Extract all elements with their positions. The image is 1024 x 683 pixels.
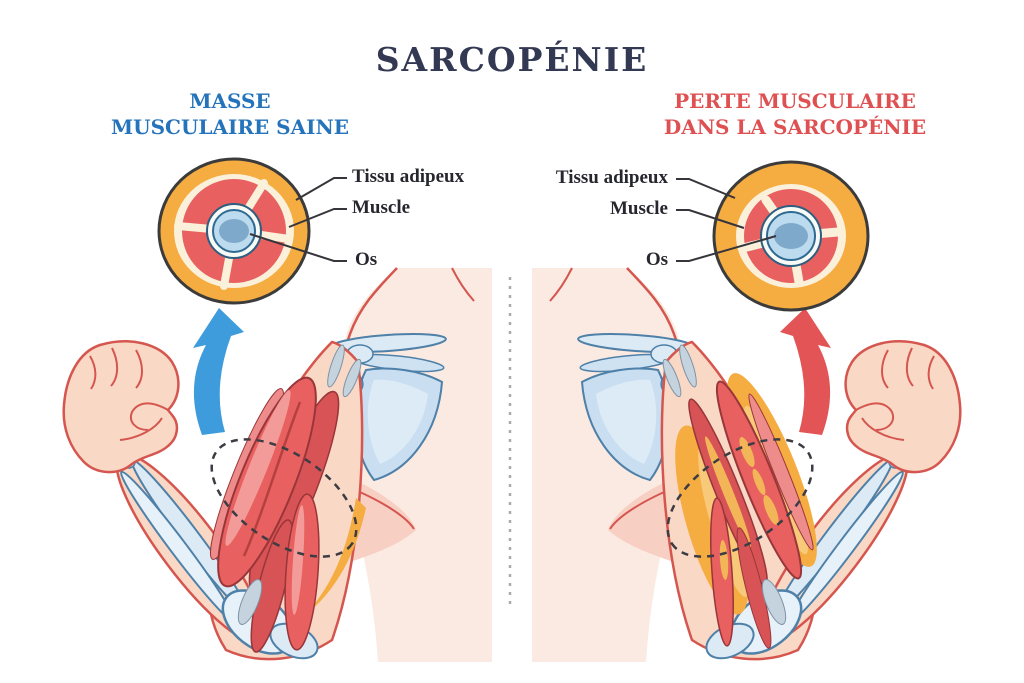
right-heading-line1: PERTE MUSCULAIRE	[674, 89, 916, 113]
up-arrow-icon-red	[780, 308, 831, 435]
cross-section-sarcopenic	[712, 160, 870, 312]
left-panel-heading: MASSE MUSCULAIRE SAINE	[30, 88, 430, 140]
bone-core-healthy	[219, 219, 249, 243]
up-arrow-icon-blue	[193, 308, 244, 435]
label-adipose-tissue-left: Tissu adipeux	[352, 166, 465, 187]
label-bone-left: Os	[355, 249, 378, 270]
cross-section-healthy	[157, 157, 311, 305]
bone-core-sarcopenic	[774, 223, 808, 249]
healthy-arm-illustration	[62, 266, 494, 668]
label-connector-lines-left	[249, 177, 347, 262]
label-muscle-right: Muscle	[609, 198, 668, 219]
left-heading-line2: MUSCULAIRE SAINE	[111, 115, 349, 139]
right-heading-line2: DANS LA SARCOPÉNIE	[663, 115, 927, 139]
page-title: SARCOPÉNIE	[375, 40, 649, 79]
right-panel-heading: PERTE MUSCULAIRE DANS LA SARCOPÉNIE	[595, 88, 995, 140]
sarcopenic-arm-illustration	[530, 266, 962, 668]
label-adipose-tissue-right: Tissu adipeux	[555, 167, 668, 188]
left-heading-line1: MASSE	[189, 89, 271, 113]
label-bone-right: Os	[645, 249, 668, 270]
label-muscle-left: Muscle	[352, 197, 411, 218]
label-connector-lines-right	[676, 178, 777, 262]
